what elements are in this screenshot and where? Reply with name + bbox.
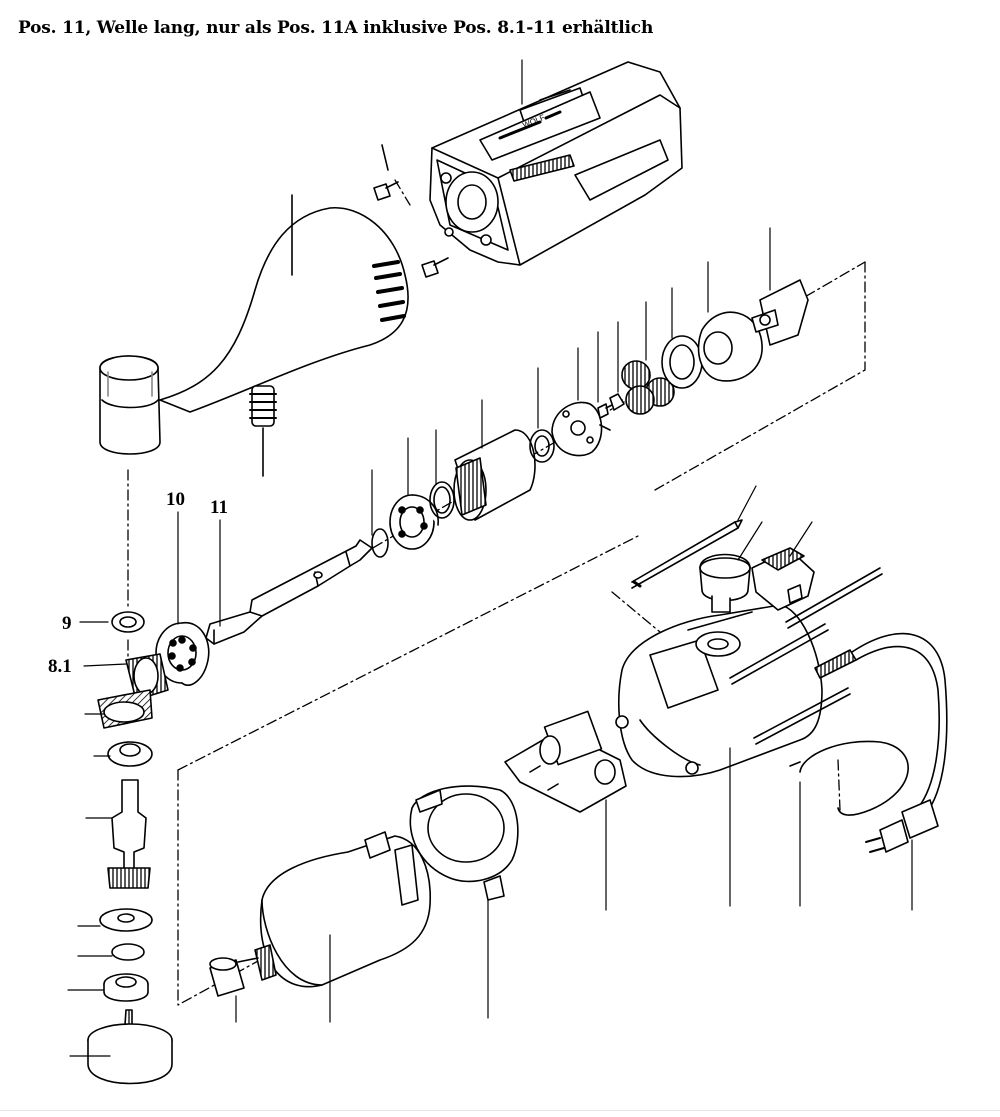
page-title: Pos. 11, Welle lang, nur als Pos. 11A in… [18, 18, 654, 38]
handle-housing [615, 604, 823, 907]
ball-bearing-pos10 [155, 622, 210, 686]
planet-gears [621, 301, 675, 415]
ball-bearing-upper [389, 437, 439, 550]
fan-impeller [751, 227, 809, 346]
bearing-lower [93, 741, 153, 767]
power-cable [814, 632, 948, 816]
output-spindle [85, 779, 151, 889]
drive-shaft [205, 539, 373, 645]
wire-loop [789, 740, 909, 907]
bottom-divider [0, 1110, 1000, 1111]
gear-housing-plate [697, 261, 763, 382]
carrier-screw [597, 321, 625, 419]
power-plug [865, 799, 939, 911]
washer-upper [529, 367, 555, 463]
gear-head-cap [99, 355, 161, 455]
motor-mount-ring [409, 785, 519, 1019]
retaining-ring-upper [371, 469, 389, 558]
gear-carrier [551, 347, 611, 457]
drive-motor [237, 831, 431, 1023]
pinion-gear-pos8-1 [125, 653, 169, 701]
long-screws [631, 485, 883, 745]
bevel-gear [84, 689, 153, 729]
circlip-lower [77, 943, 145, 961]
spacer-ring [429, 429, 455, 519]
leader-lines [79, 59, 523, 667]
sanding-pad [69, 1009, 173, 1085]
label-pos-8-1: 8.1 [48, 656, 72, 677]
magnet-sleeve [453, 399, 536, 521]
spring-coupling [249, 385, 277, 477]
switch-knob [699, 521, 763, 613]
label-pos-11: 11 [210, 497, 228, 518]
motor-bushing [209, 957, 245, 1023]
flange-nut [67, 973, 149, 1002]
washer-lower [77, 908, 153, 932]
ring-gear [661, 287, 703, 389]
circuit-board [504, 710, 627, 911]
switch-block [751, 521, 815, 611]
motor-housing: WOLF [429, 61, 683, 266]
label-pos-9: 9 [62, 613, 72, 634]
housing-screw-lower [421, 257, 449, 278]
label-pos-10: 10 [166, 489, 185, 510]
bearing-pos9 [111, 611, 145, 633]
housing-screw-upper [373, 144, 399, 201]
gear-head-housing [159, 194, 409, 413]
